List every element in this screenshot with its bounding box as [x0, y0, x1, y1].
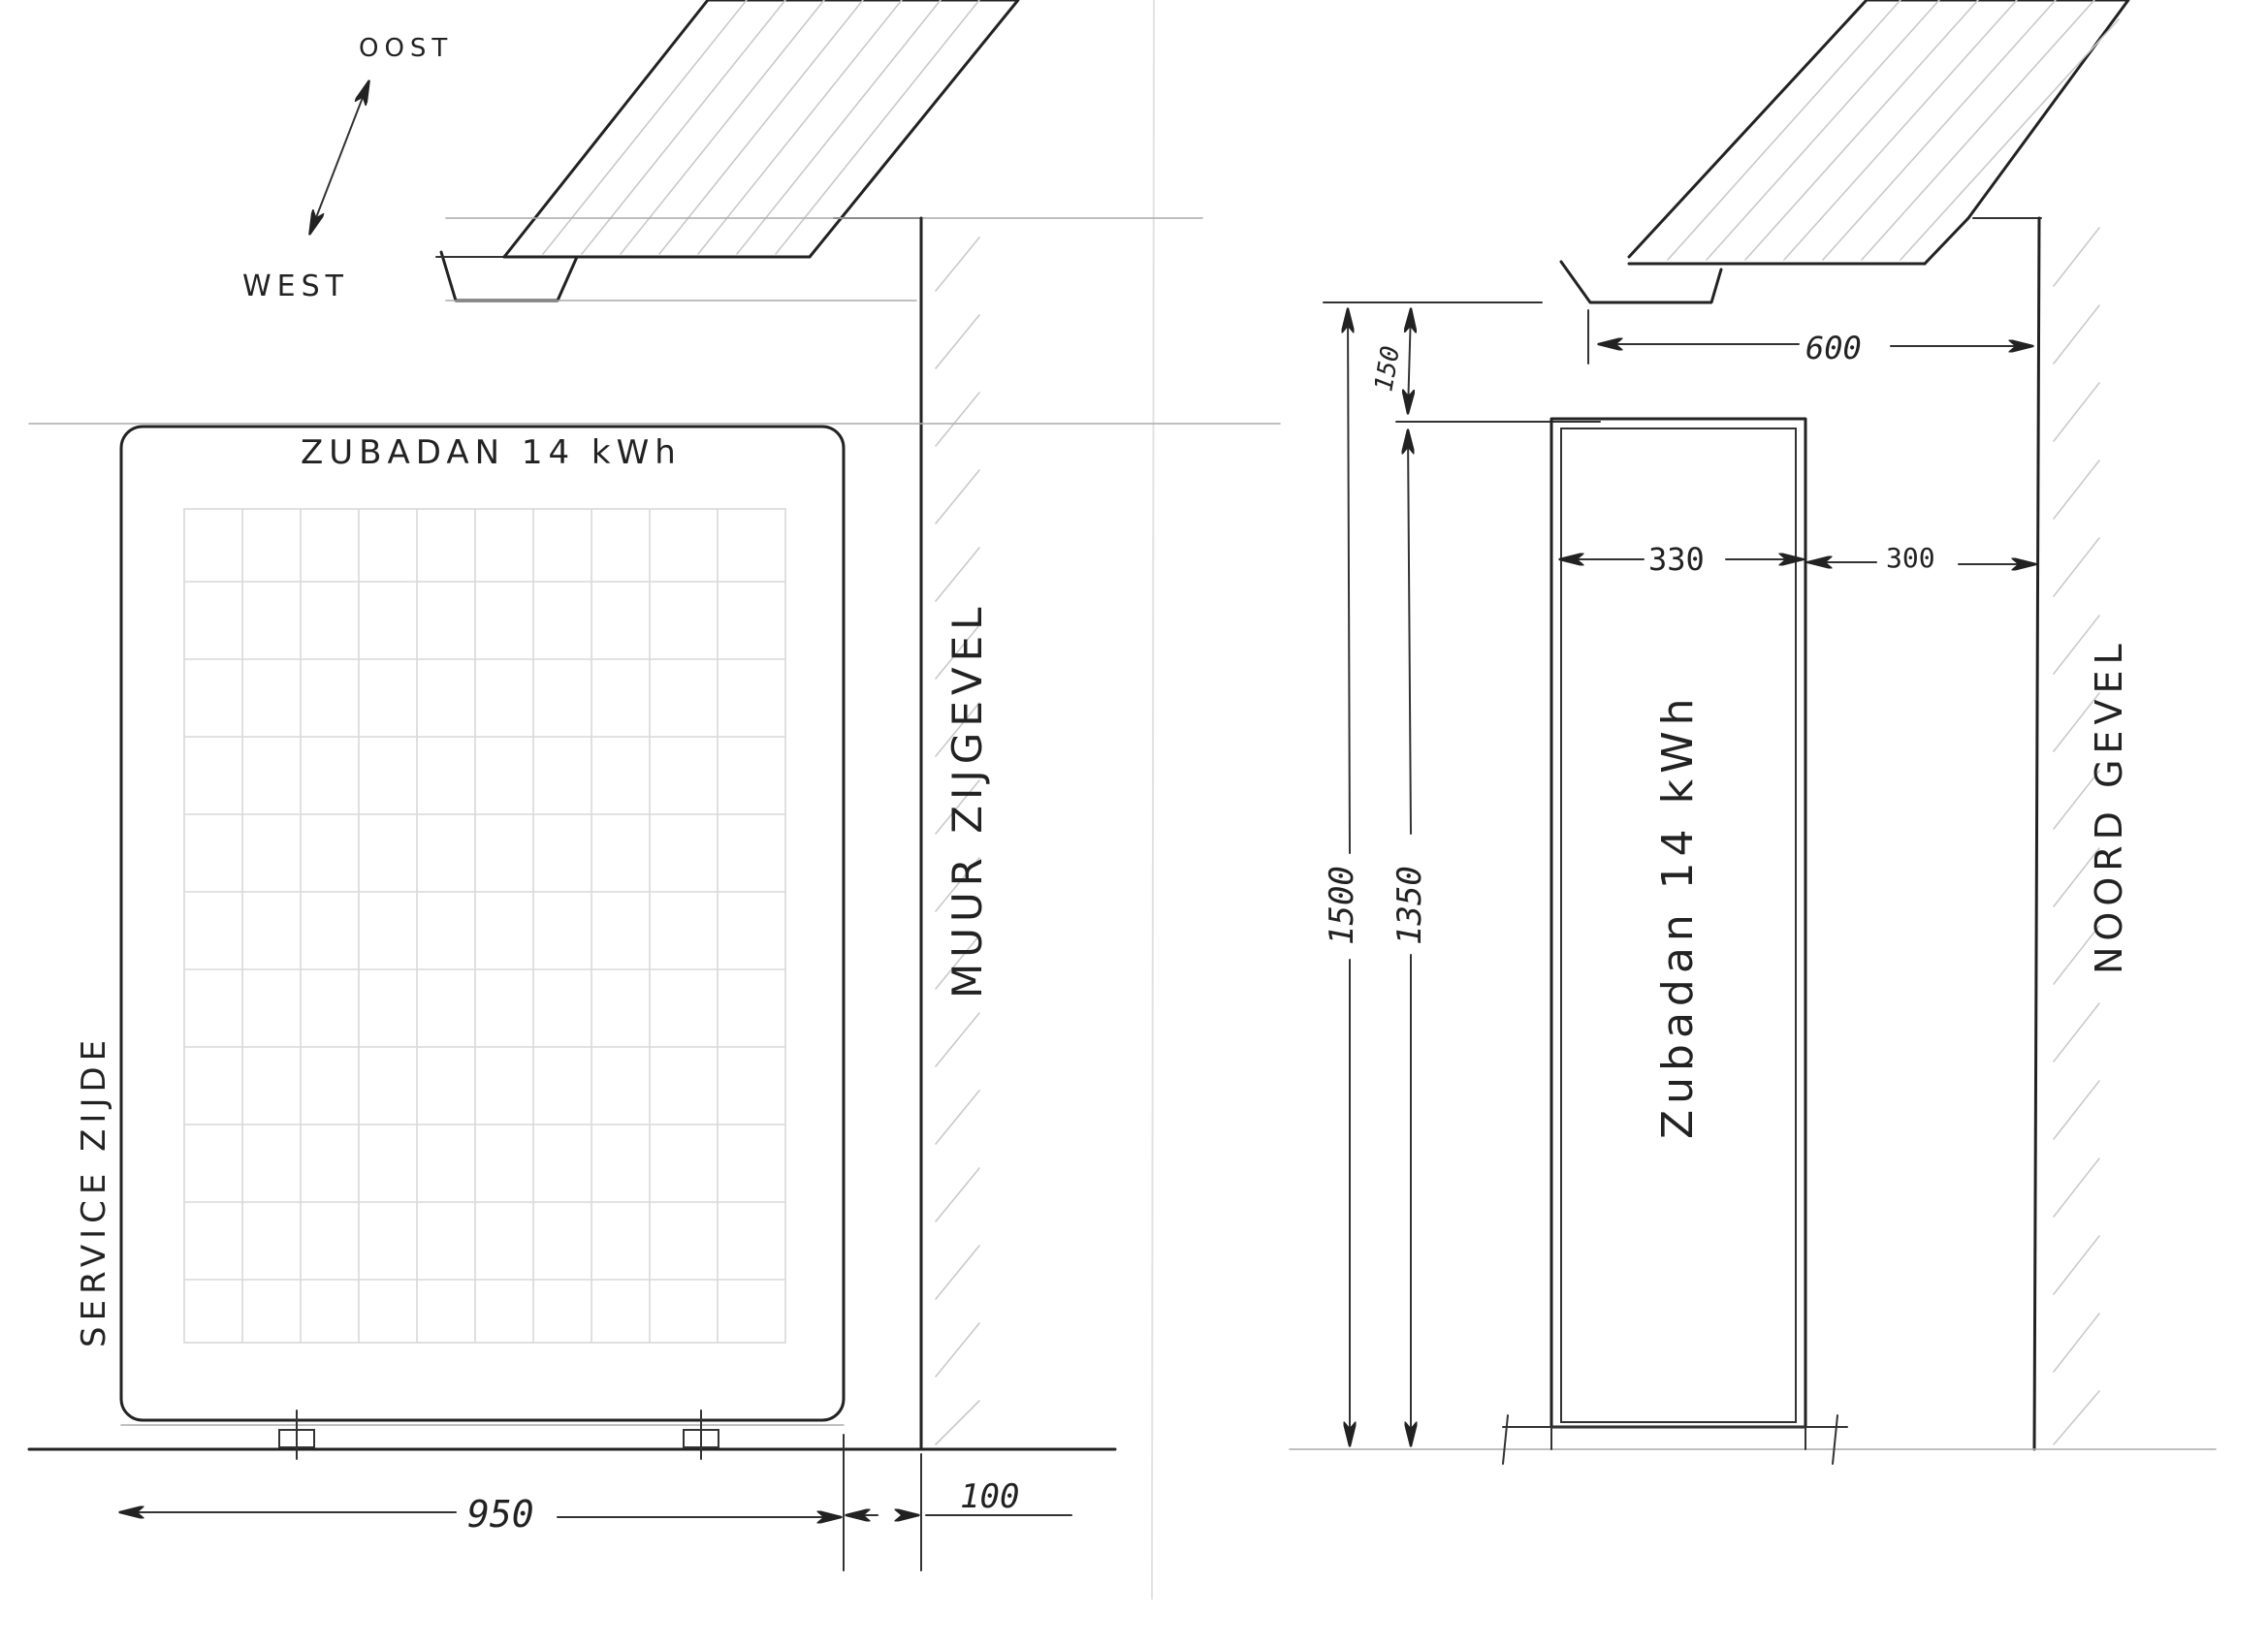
compass: OOST WEST: [242, 34, 453, 303]
dim-overhang-600: 600: [1805, 330, 1862, 366]
right-view: NOORD GEVEL Zubadan 14 kWh 600 150: [1289, 0, 2217, 1465]
dim-gap-100: 100: [960, 1477, 1019, 1516]
left-dimensions: 950 100: [121, 1434, 1072, 1571]
right-wall-label: NOORD GEVEL: [2088, 638, 2130, 974]
dim-wall-gap-300: 300: [1886, 542, 1935, 574]
dim-width-950: 950: [467, 1493, 534, 1536]
left-wall-label: MUUR ZIJGEVEL: [943, 601, 991, 998]
dim-total-height-1500: 1500: [1323, 866, 1361, 945]
right-roof: [1559, 0, 2130, 304]
left-heat-pump: ZUBADAN 14 kWh SERVICE ZIJDE: [75, 425, 846, 1460]
right-unit-label: Zubadan 14 kWh: [1653, 692, 1703, 1139]
left-wall: MUUR ZIJGEVEL: [919, 216, 991, 1451]
paper-fold-line: [1151, 0, 1155, 1600]
dim-top-gap-150: 150: [1369, 344, 1406, 394]
compass-west-label: WEST: [242, 269, 349, 303]
left-service-label: SERVICE ZIJDE: [75, 1034, 113, 1347]
left-view: OOST WEST: [27, 0, 1281, 1571]
right-wall: NOORD GEVEL: [2032, 216, 2130, 1451]
right-heat-pump: Zubadan 14 kWh: [1502, 417, 1848, 1465]
left-unit-label: ZUBADAN 14 kWh: [301, 433, 682, 472]
dim-unit-depth-330: 330: [1648, 541, 1705, 578]
compass-east-label: OOST: [359, 34, 453, 63]
right-dimensions: 600 150 1500 1350 330 300: [1323, 310, 2034, 1444]
dim-unit-height-1350: 1350: [1390, 866, 1429, 945]
left-roof: [435, 0, 1203, 302]
